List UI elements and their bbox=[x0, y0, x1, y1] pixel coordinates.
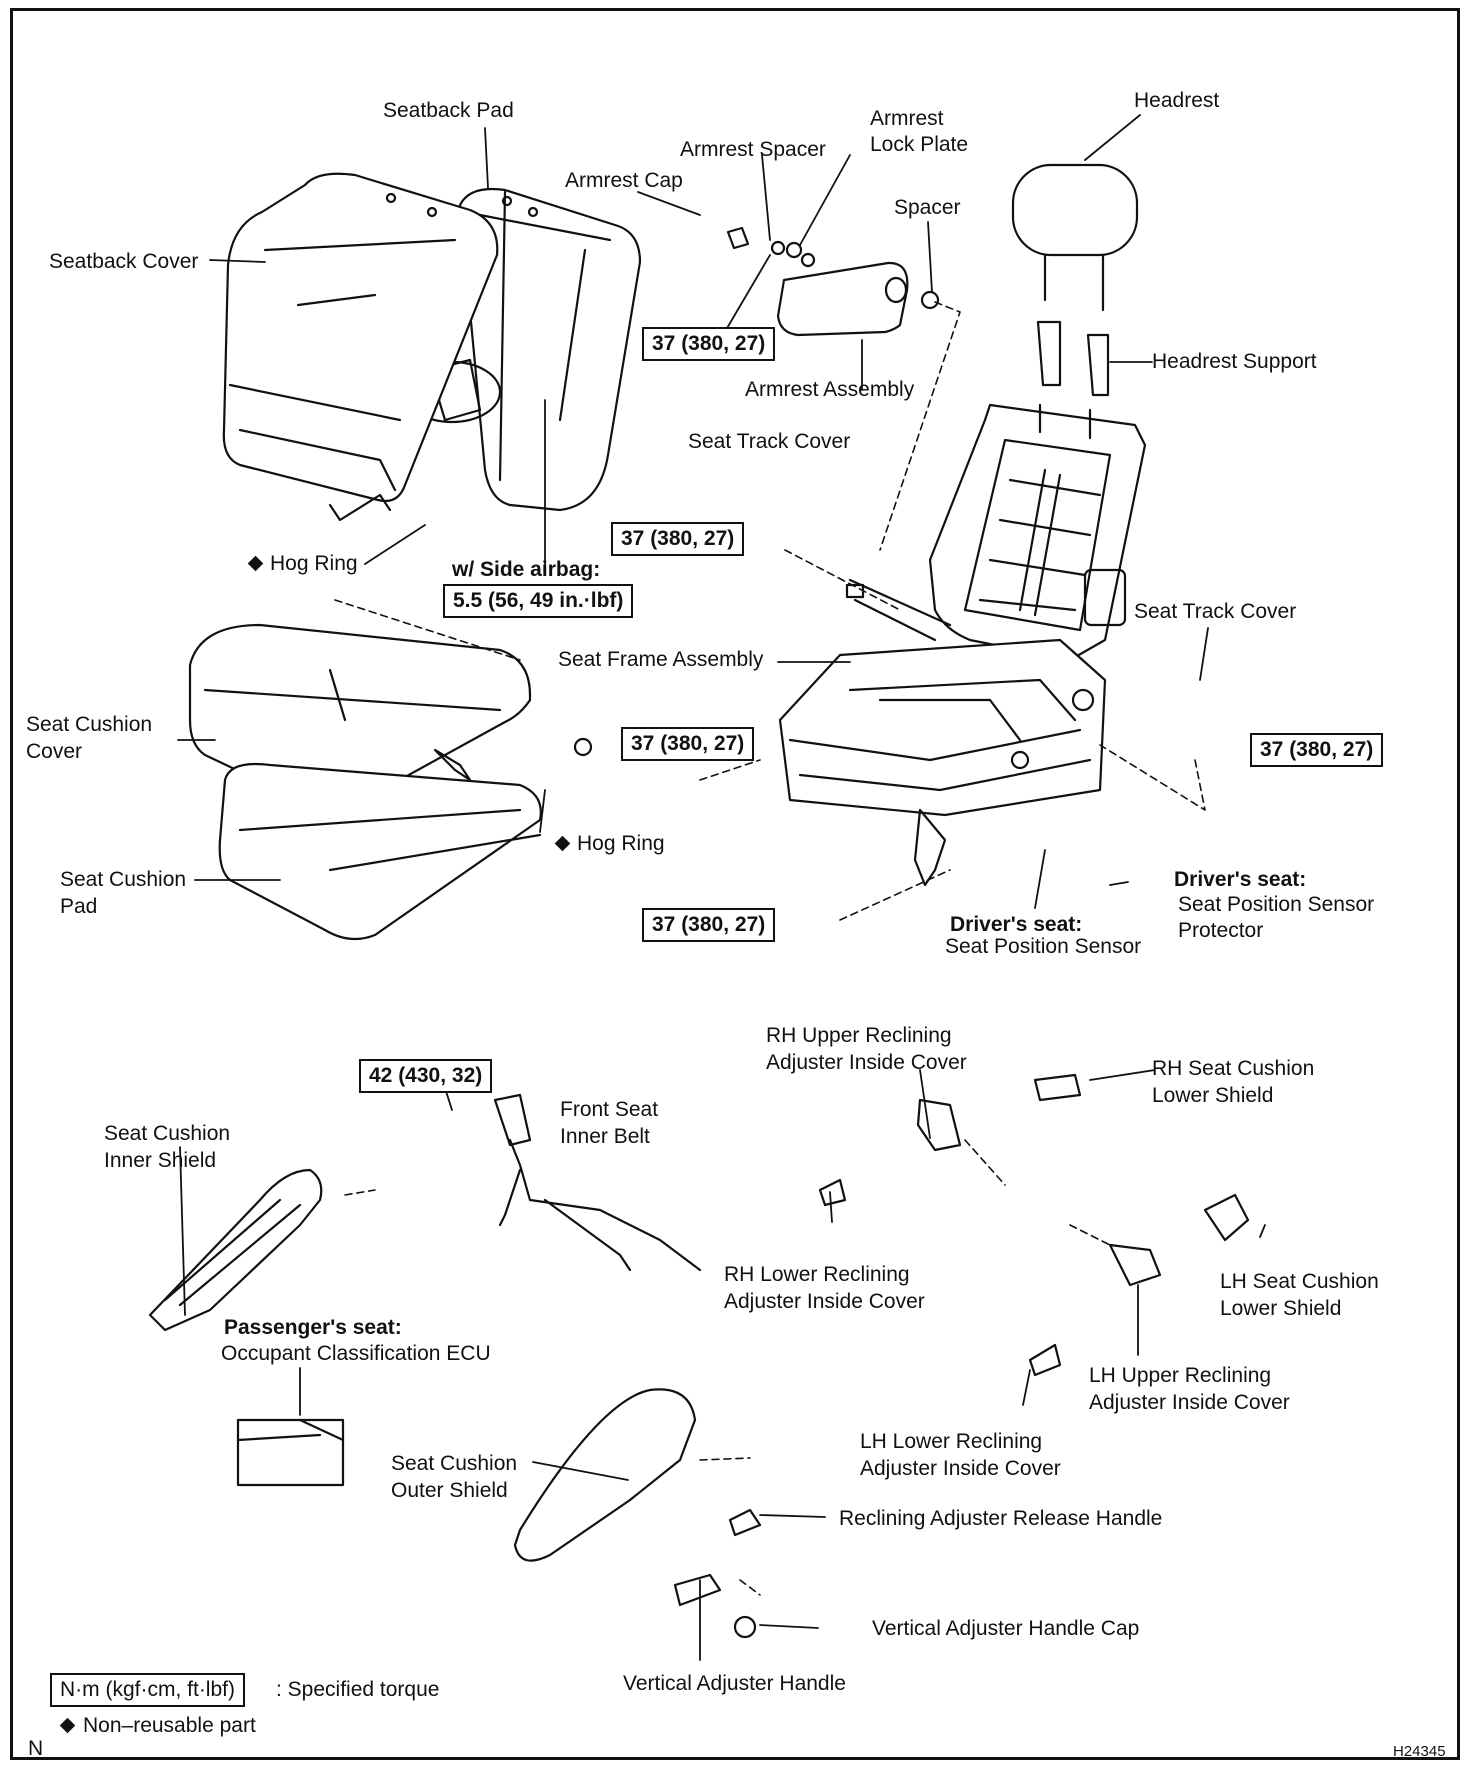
label-seat-position-sensor: Seat Position Sensor bbox=[945, 935, 1142, 958]
label-seat-cushion-pad-2: Pad bbox=[60, 895, 98, 918]
label-vertical-handle: Vertical Adjuster Handle bbox=[623, 1672, 846, 1695]
leader-lines bbox=[177, 114, 1266, 1661]
seat-cushion-drawing bbox=[188, 623, 593, 941]
label-armrest-lock-plate-2: Lock Plate bbox=[870, 133, 969, 156]
label-seat-track-cover-right: Seat Track Cover bbox=[1134, 600, 1297, 623]
label-armrest-spacer: Armrest Spacer bbox=[680, 138, 826, 161]
legend-torque-desc: : Specified torque bbox=[276, 1678, 440, 1701]
label-seat-cushion-outer-1: Seat Cushion bbox=[391, 1452, 518, 1475]
torque-box-side-airbag: 5.5 (56, 49 in.·lbf) bbox=[443, 584, 634, 618]
diagram-frame bbox=[10, 8, 1460, 1760]
label-side-airbag: w/ Side airbag: bbox=[452, 558, 601, 581]
label-seatback-pad: Seatback Pad bbox=[383, 99, 514, 122]
seat-frame-drawing bbox=[778, 403, 1147, 887]
torque-box-track-lower: 37 (380, 27) bbox=[642, 908, 776, 942]
torque-box-track-right: 37 (380, 27) bbox=[1250, 733, 1384, 767]
label-rh-upper-2: Adjuster Inside Cover bbox=[766, 1051, 967, 1074]
seatback-pad-drawing bbox=[402, 187, 642, 512]
label-seat-frame-assembly: Seat Frame Assembly bbox=[558, 648, 764, 671]
label-lh-upper-2: Adjuster Inside Cover bbox=[1089, 1391, 1290, 1414]
headrest-drawing bbox=[1011, 163, 1139, 397]
label-seat-cushion-cover-2: Cover bbox=[26, 740, 83, 763]
label-armrest-cap: Armrest Cap bbox=[565, 169, 683, 192]
label-drivers-seat-a: Driver's seat: bbox=[1174, 868, 1307, 891]
label-front-seat-inner-belt-1: Front Seat bbox=[560, 1098, 659, 1121]
label-occupant-ecu: Occupant Classification ECU bbox=[221, 1342, 491, 1365]
label-sensor-protector-1: Seat Position Sensor bbox=[1178, 893, 1375, 916]
label-armrest-assembly: Armrest Assembly bbox=[745, 378, 915, 401]
label-spacer: Spacer bbox=[894, 196, 961, 219]
torque-box-track-upper: 37 (380, 27) bbox=[611, 522, 745, 556]
legend-torque-box: N·m (kgf·cm, ft·lbf) bbox=[50, 1673, 245, 1707]
legend-non-reusable: Non–reusable part bbox=[83, 1714, 256, 1737]
label-hog-ring-lower: Hog Ring bbox=[577, 832, 665, 855]
label-front-seat-inner-belt-2: Inner Belt bbox=[560, 1125, 650, 1148]
label-headrest: Headrest bbox=[1134, 89, 1220, 112]
label-rh-seat-cushion-lower-1: RH Seat Cushion bbox=[1152, 1057, 1315, 1080]
label-rh-upper-1: RH Upper Reclining bbox=[766, 1024, 952, 1047]
label-seat-cushion-pad-1: Seat Cushion bbox=[60, 868, 187, 891]
label-rh-lower-1: RH Lower Reclining bbox=[724, 1263, 910, 1286]
label-seat-cushion-inner-2: Inner Shield bbox=[104, 1149, 217, 1172]
torque-box-belt: 42 (430, 32) bbox=[359, 1059, 493, 1093]
figure-id: H24345 bbox=[1393, 1743, 1446, 1760]
label-lh-lower-2: Adjuster Inside Cover bbox=[860, 1457, 1061, 1480]
label-headrest-support: Headrest Support bbox=[1152, 350, 1317, 373]
label-seat-track-cover-upper: Seat Track Cover bbox=[688, 430, 851, 453]
label-vertical-handle-cap: Vertical Adjuster Handle Cap bbox=[872, 1617, 1140, 1640]
label-lh-upper-1: LH Upper Reclining bbox=[1089, 1364, 1272, 1387]
label-drivers-seat-b: Driver's seat: bbox=[950, 913, 1083, 936]
label-sensor-protector-2: Protector bbox=[1178, 919, 1264, 942]
label-lh-seat-cushion-lower-2: Lower Shield bbox=[1220, 1297, 1342, 1320]
label-armrest-lock-plate-1: Armrest bbox=[870, 107, 944, 130]
label-seat-cushion-inner-1: Seat Cushion bbox=[104, 1122, 231, 1145]
label-seat-cushion-cover-1: Seat Cushion bbox=[26, 713, 153, 736]
label-seat-cushion-outer-2: Outer Shield bbox=[391, 1479, 508, 1502]
label-lh-lower-1: LH Lower Reclining bbox=[860, 1430, 1043, 1453]
corner-orientation: N bbox=[28, 1737, 44, 1760]
torque-box-track-left: 37 (380, 27) bbox=[621, 727, 755, 761]
label-seatback-cover: Seatback Cover bbox=[49, 250, 199, 273]
label-reclining-release-handle: Reclining Adjuster Release Handle bbox=[839, 1507, 1163, 1530]
label-passengers-seat: Passenger's seat: bbox=[224, 1316, 402, 1339]
armrest-parts-drawing bbox=[726, 226, 940, 337]
label-rh-seat-cushion-lower-2: Lower Shield bbox=[1152, 1084, 1274, 1107]
seatback-cover-drawing bbox=[222, 172, 539, 522]
dashed-bolt-lines bbox=[334, 301, 1206, 1596]
torque-box-armrest: 37 (380, 27) bbox=[642, 327, 776, 361]
label-rh-lower-2: Adjuster Inside Cover bbox=[724, 1290, 925, 1313]
label-hog-ring-upper: Hog Ring bbox=[270, 552, 358, 575]
label-lh-seat-cushion-lower-1: LH Seat Cushion bbox=[1220, 1270, 1379, 1293]
